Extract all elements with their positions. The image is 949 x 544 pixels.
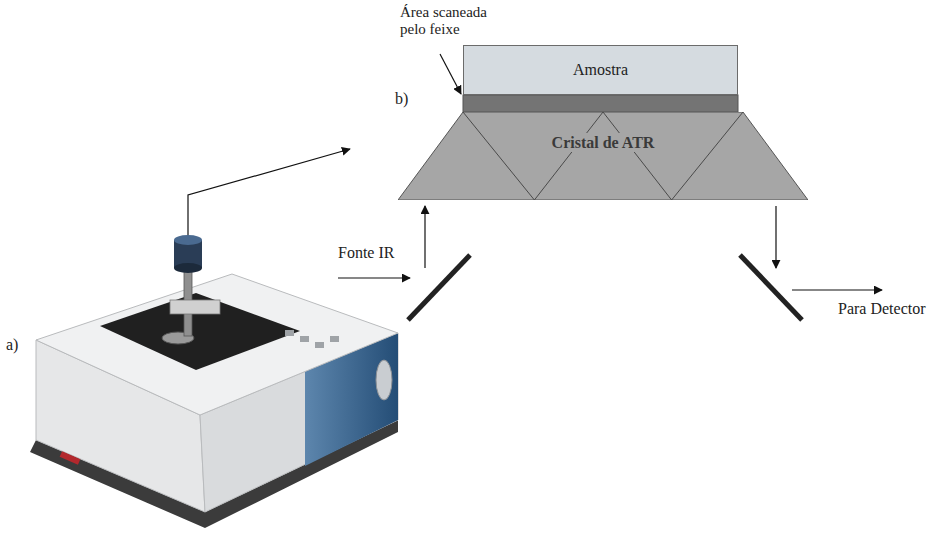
- panel-letter: b): [395, 90, 408, 108]
- crystal-body: [398, 112, 808, 200]
- pressure-knob-top: [174, 235, 202, 245]
- sample-plate: [100, 293, 300, 370]
- sample-box: Amostra: [463, 45, 738, 95]
- source-label: Fonte IR: [338, 244, 394, 262]
- pressure-arm: [184, 262, 192, 336]
- beam-arrow: [338, 277, 410, 278]
- mirror: [408, 255, 470, 320]
- pressure-knob-bottom: [174, 263, 202, 273]
- beam-arrow: [424, 206, 425, 268]
- callout-label: Área scaneada pelo feixe: [400, 4, 500, 39]
- atr-crystal-text: Cristal de ATR: [549, 133, 658, 152]
- pressure-clamp: [170, 300, 220, 314]
- button: [300, 336, 309, 342]
- ftir-instrument: [30, 235, 398, 528]
- atr-crystal: Cristal de ATR: [398, 112, 808, 200]
- button: [315, 342, 324, 348]
- sample-box-text: Amostra: [573, 60, 628, 79]
- scanned-band: [463, 95, 738, 112]
- beam-arrow: [792, 289, 882, 290]
- leader-arrow: [188, 149, 350, 236]
- panel-letter: a): [6, 336, 18, 354]
- beam-arrow: [775, 206, 776, 268]
- internal-reflection-path: [463, 112, 743, 200]
- leader-arrow: [440, 54, 461, 94]
- brand-badge: [60, 451, 81, 465]
- button: [285, 330, 294, 336]
- mirror: [740, 255, 802, 320]
- side-port: [376, 360, 392, 400]
- detector-label: Para Detector: [838, 300, 926, 318]
- crystal-outline: [398, 112, 808, 200]
- instrument-top: [36, 274, 398, 415]
- button: [330, 336, 339, 342]
